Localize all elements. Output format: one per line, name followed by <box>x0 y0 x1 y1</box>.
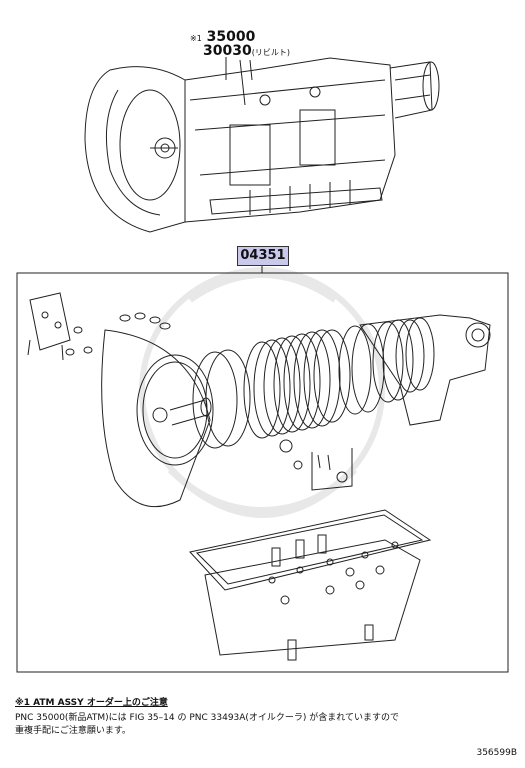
transmission-assembly <box>84 57 440 233</box>
rebuilt-label: (リビルト) <box>251 48 290 57</box>
note-heading: ※1 ATM ASSY オーダー上のご注意 <box>15 698 168 708</box>
kit-frame <box>16 272 509 673</box>
part-number-rebuilt: 30030 <box>203 43 252 59</box>
watermark-emblem <box>139 267 385 518</box>
overhaul-kit-parts <box>27 292 491 661</box>
asterisk-mark: ※1 <box>190 34 202 43</box>
callout-rebuilt: 30030(リビルト) <box>203 43 290 61</box>
note-line-2: 重複手配にご注意願います。 <box>15 726 131 736</box>
part-number-main: 35000 <box>206 29 256 45</box>
figure-id: 356599B <box>476 748 517 758</box>
kit-part-number: 04351 <box>237 246 289 266</box>
note-line-1: PNC 35000(新品ATM)には FIG 35–14 の PNC 33493… <box>15 713 400 723</box>
callout-atm-assy: ※1 35000 <box>190 29 255 47</box>
